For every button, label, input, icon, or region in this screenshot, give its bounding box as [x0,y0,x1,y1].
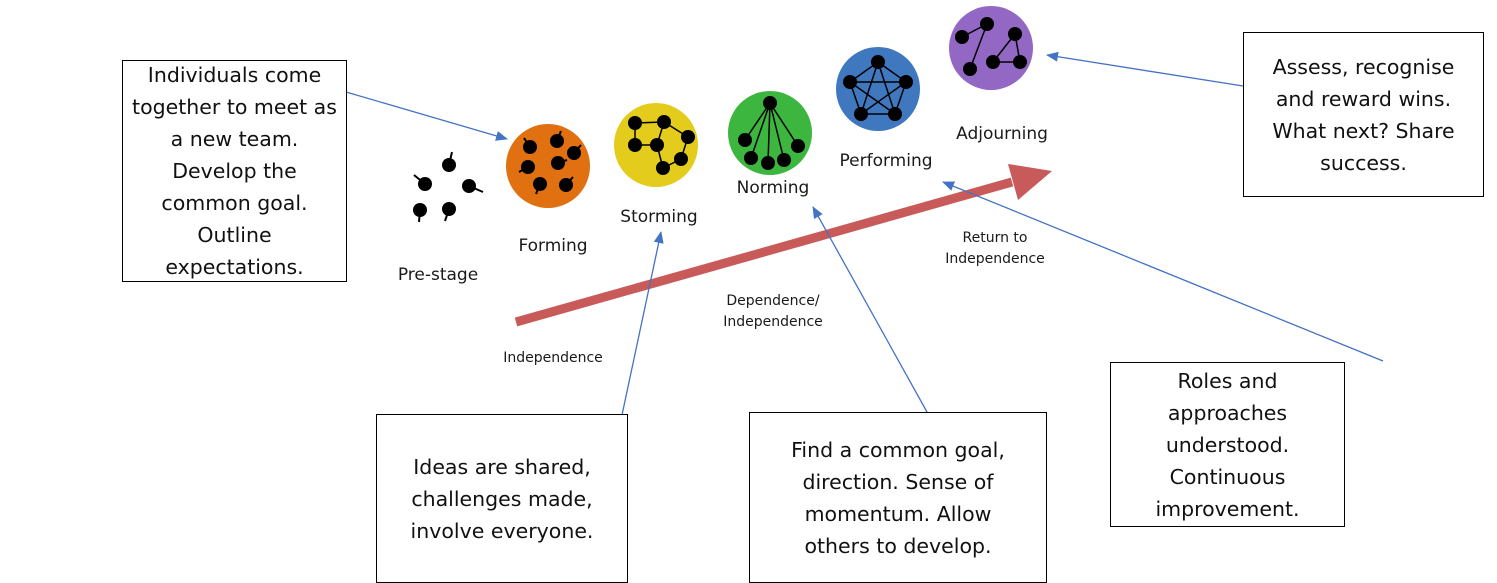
forming-icon [506,124,590,208]
norming-icon [728,91,812,175]
callout-storming: Ideas are shared, challenges made, invol… [376,414,628,583]
stage-label-storming: Storming [620,207,697,227]
callout-norming-text: Find a common goal, direction. Sense of … [791,437,1005,558]
stage-label-forming: Forming [518,236,587,256]
phase-label-return-line2: Independence [945,251,1045,267]
callout-norming: Find a common goal, direction. Sense of … [749,412,1047,583]
connector-storming [621,231,664,416]
pre-stage-icon [413,151,484,223]
phase-label-return-line1: Return to [963,230,1028,246]
connector-norming [812,206,928,413]
connector-forming [345,91,508,141]
callout-performing: Roles and approaches understood. Continu… [1110,362,1345,527]
phase-label-independence: Independence [503,350,603,366]
stage-label-norming: Norming [737,178,810,198]
stage-label-performing: Performing [839,151,932,171]
connector-adjourning [1046,51,1244,87]
connectors [345,51,1384,416]
callout-storming-text: Ideas are shared, challenges made, invol… [410,454,594,543]
callout-adjourning: Assess, recognise and reward wins. What … [1243,32,1484,197]
stage-label-adjourning: Adjourning [956,124,1048,144]
connector-performing [942,181,1384,362]
callout-forming: Individuals come together to meet as a n… [122,60,347,282]
phase-label-dependence-line2: Independence [723,314,823,330]
progression-arrow [514,164,1052,327]
callout-adjourning-text: Assess, recognise and reward wins. What … [1272,54,1455,175]
performing-icon [836,47,920,131]
phase-label-dependence-line1: Dependence/ [726,293,819,309]
callout-forming-text: Individuals come together to meet as a n… [132,63,337,279]
forming-circle [506,124,590,208]
callout-performing-text: Roles and approaches understood. Continu… [1155,368,1300,521]
stage-label-pre-stage: Pre-stage [398,265,478,285]
storming-icon [614,103,698,187]
adjourning-icon [949,6,1033,90]
